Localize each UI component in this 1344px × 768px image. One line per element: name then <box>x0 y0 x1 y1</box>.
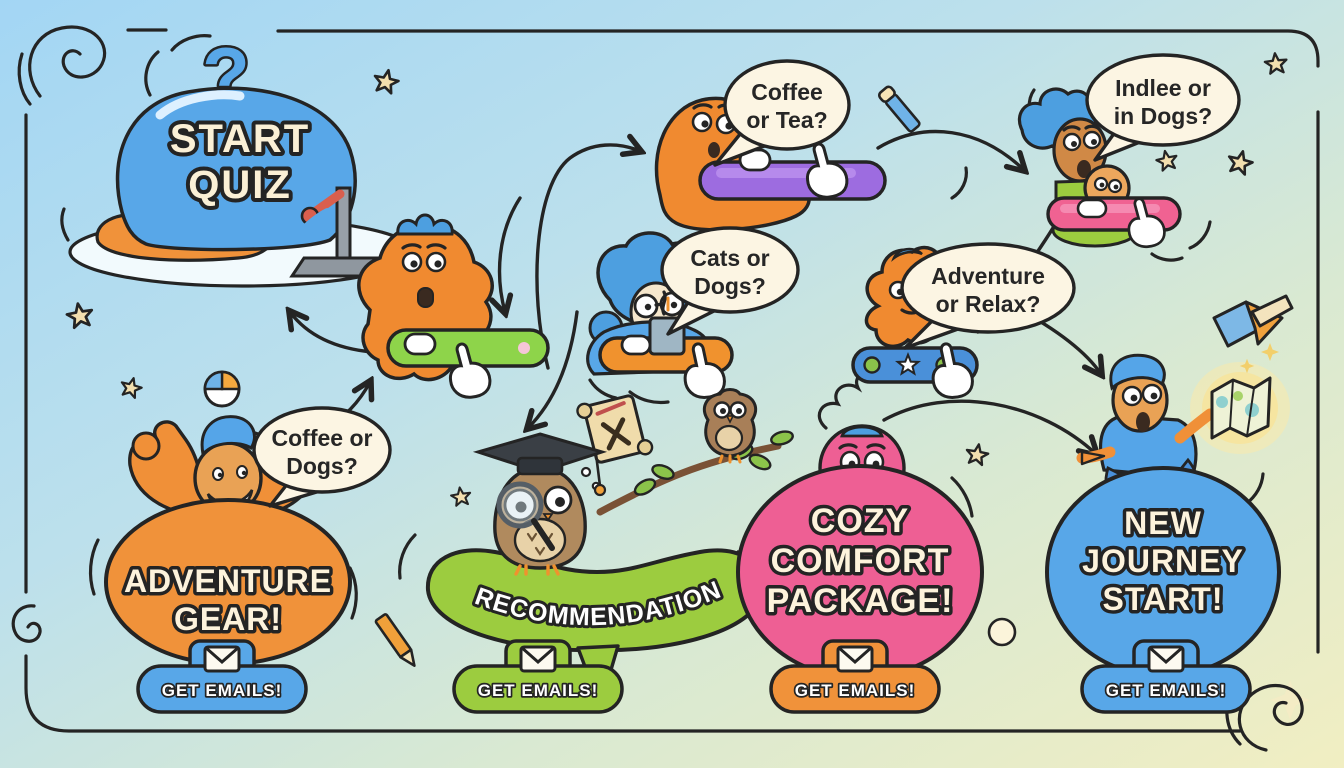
svg-text:Dogs?: Dogs? <box>286 453 358 479</box>
owl-professor <box>472 432 608 576</box>
speech-bubble-cats-dogs: Cats or Dogs? <box>660 226 800 336</box>
character-green-slider <box>357 213 550 404</box>
treasure-map <box>1210 376 1272 440</box>
outcome-adventure-gear: ADVENTURE GEAR! GET EMAILS! Coffee or Do… <box>104 406 392 714</box>
speech-bubble-indlee: Indlee or in Dogs? <box>1085 53 1241 162</box>
small-owl <box>703 388 757 464</box>
svg-text:GET EMAILS!: GET EMAILS! <box>795 681 916 700</box>
svg-text:START!: START! <box>1103 581 1224 617</box>
get-emails-button-2[interactable]: GET EMAILS! <box>452 639 624 714</box>
svg-text:Indlee or: Indlee or <box>1115 75 1211 101</box>
get-emails-button-3[interactable]: GET EMAILS! <box>769 639 941 714</box>
svg-text:COMFORT: COMFORT <box>771 542 950 580</box>
svg-text:Adventure: Adventure <box>931 263 1045 289</box>
branch-scene <box>576 388 794 516</box>
character-adventure-relax: Adventure or Relax? <box>851 242 1076 403</box>
start-quiz-line2: QUIZ <box>188 163 292 207</box>
folded-paper <box>1212 294 1294 348</box>
slider-purple[interactable] <box>698 160 887 201</box>
outcome-new-journey: NEW JOURNEY START! GET EMAILS! <box>1045 343 1290 714</box>
svg-text:Coffee or: Coffee or <box>272 425 373 451</box>
pen <box>877 85 921 133</box>
svg-text:PACKAGE!: PACKAGE! <box>767 582 954 620</box>
character-cats-dogs: Cats or Dogs? <box>586 226 800 403</box>
svg-text:ADVENTURE: ADVENTURE <box>124 563 332 599</box>
svg-text:Dogs?: Dogs? <box>694 273 766 299</box>
beach-ball <box>203 370 241 408</box>
outcome-cozy-comfort: COZY COMFORT PACKAGE! GET EMAILS! <box>736 424 984 714</box>
svg-text:GET EMAILS!: GET EMAILS! <box>162 681 283 700</box>
speech-bubble-adventure-relax: Adventure or Relax? <box>900 242 1076 350</box>
svg-text:or Relax?: or Relax? <box>936 291 1041 317</box>
get-emails-button-1[interactable]: GET EMAILS! <box>136 639 308 714</box>
svg-text:COZY: COZY <box>811 502 909 540</box>
quiz-lever[interactable] <box>289 186 397 278</box>
spiral-top-left <box>17 25 107 106</box>
svg-text:NEW: NEW <box>1124 505 1202 541</box>
get-emails-button-4[interactable]: GET EMAILS! <box>1080 639 1252 714</box>
svg-text:GEAR!: GEAR! <box>174 601 282 637</box>
speech-bubble-coffee-dogs: Coffee or Dogs? <box>252 406 392 508</box>
pencil <box>374 613 416 667</box>
svg-text:Cats or: Cats or <box>690 245 769 271</box>
svg-text:GET EMAILS!: GET EMAILS! <box>1106 681 1227 700</box>
svg-text:Coffee: Coffee <box>751 79 823 105</box>
start-quiz-line1: START <box>170 117 310 161</box>
frame-border <box>24 28 1320 733</box>
speech-bubble-coffee-tea: Coffee or Tea? <box>713 59 851 167</box>
character-coffee-tea: Coffee or Tea? <box>654 59 887 232</box>
circle-deco <box>987 617 1017 647</box>
start-quiz-blob: ? START QUIZ <box>68 29 416 288</box>
outcome-recommendation: RECOMMENDATION GET EMAILS! <box>425 432 765 714</box>
scroll <box>576 394 654 464</box>
svg-text:GET EMAILS!: GET EMAILS! <box>478 681 599 700</box>
character-indlee: Indlee or in Dogs? <box>1017 53 1241 253</box>
squiggle-bottom-left <box>11 604 42 643</box>
svg-text:or Tea?: or Tea? <box>746 107 827 133</box>
svg-text:JOURNEY: JOURNEY <box>1082 543 1244 579</box>
blue-blob-body <box>115 86 357 252</box>
svg-text:in Dogs?: in Dogs? <box>1114 103 1212 129</box>
